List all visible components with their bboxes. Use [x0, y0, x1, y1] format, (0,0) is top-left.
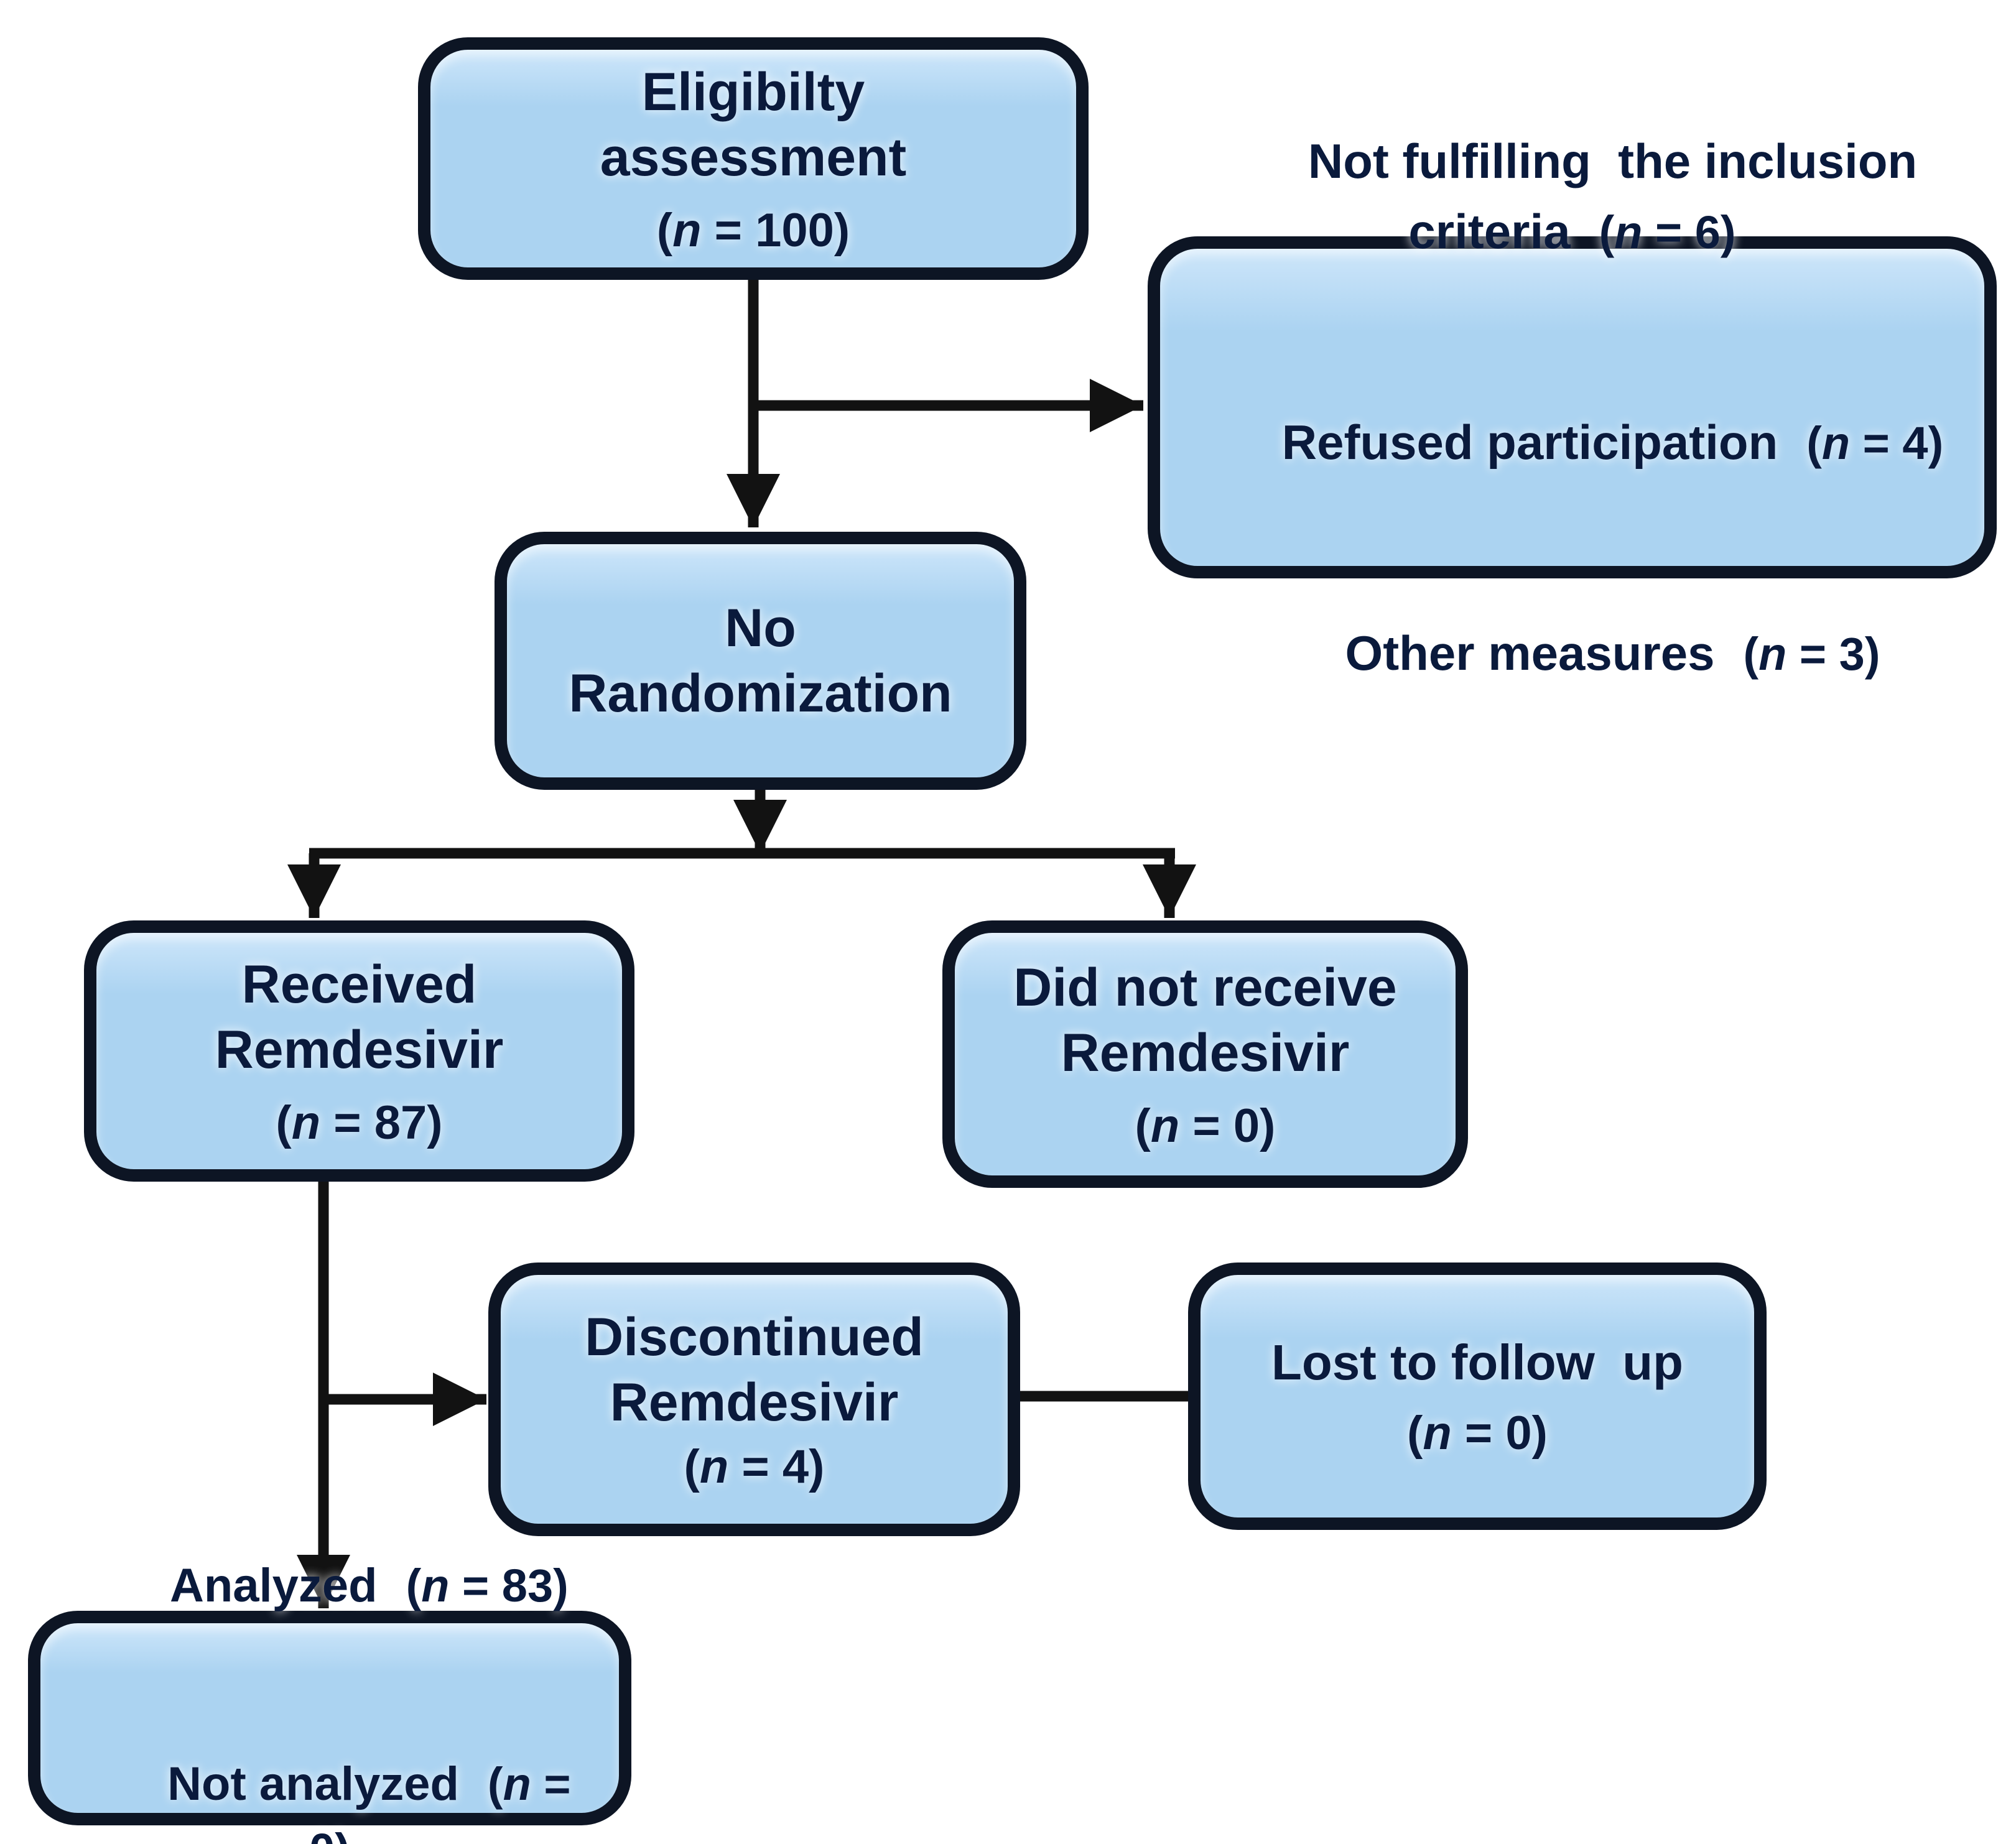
received-remdesivir-count: (n = 87)	[276, 1096, 443, 1150]
eligibility-assessment-title: Eligibilty assessment	[600, 62, 907, 187]
exclusion-reasons-box: Not fulfilling the inclusion criteria(n …	[1148, 134, 1997, 680]
exclusion-item-refused-participation: Refused participation (n = 4)	[1201, 337, 1943, 548]
received-remdesivir-title: Received Remdesivir	[215, 954, 504, 1080]
exclusion-item-count: (n = 6)	[1599, 206, 1736, 258]
did-not-receive-remdesivir-title: Did not receive Remdesivir	[1013, 957, 1397, 1083]
discontinued-remdesivir-title: Discontinued Remdesivir	[585, 1307, 924, 1432]
no-randomization-title: No Randomization	[569, 598, 952, 723]
exclusion-item-count: (n = 4)	[1806, 417, 1944, 469]
exclusion-item-other-measures: Other measures (n = 3)	[1265, 548, 1880, 759]
discontinued-remdesivir-box: Discontinued Remdesivir (n = 4)	[488, 1263, 1020, 1536]
not-analyzed-item: Not analyzed(n = 0)	[65, 1685, 594, 1844]
analyzed-item: Analyzed (n = 83)	[91, 1486, 569, 1685]
eligibility-assessment-count: (n = 100)	[656, 204, 850, 257]
analyzed-item-count: (n = 83)	[406, 1559, 569, 1611]
discontinued-remdesivir-count: (n = 4)	[684, 1440, 825, 1494]
did-not-receive-remdesivir-box: Did not receive Remdesivir (n = 0)	[942, 920, 1468, 1188]
analyzed-item-label: Analyzed	[169, 1559, 378, 1612]
analyzed-box: Analyzed (n = 83) Not analyzed(n = 0)	[28, 1559, 631, 1844]
lost-to-follow-up-box: Lost to follow up (n = 0)	[1188, 1263, 1767, 1530]
received-remdesivir-box: Received Remdesivir (n = 87)	[84, 920, 634, 1182]
lost-to-follow-up-title: Lost to follow up	[1271, 1334, 1684, 1390]
exclusion-item-inclusion-criteria: Not fulfilling the inclusion criteria(n …	[1185, 56, 1959, 337]
not-analyzed-item-count: (n = 0)	[309, 1758, 571, 1844]
exclusion-item-label: Refused participation	[1281, 415, 1778, 470]
exclusion-item-label: Other measures	[1345, 626, 1715, 681]
eligibility-assessment-box: Eligibilty assessment (n = 100)	[418, 37, 1089, 280]
lost-to-follow-up-count: (n = 0)	[1407, 1407, 1548, 1460]
no-randomization-box: No Randomization	[495, 532, 1026, 790]
exclusion-item-label: Not fulfilling the inclusion criteria	[1308, 133, 1931, 259]
exclusion-item-count: (n = 3)	[1743, 628, 1880, 680]
did-not-receive-remdesivir-count: (n = 0)	[1135, 1100, 1276, 1153]
not-analyzed-item-label: Not analyzed	[167, 1757, 459, 1810]
